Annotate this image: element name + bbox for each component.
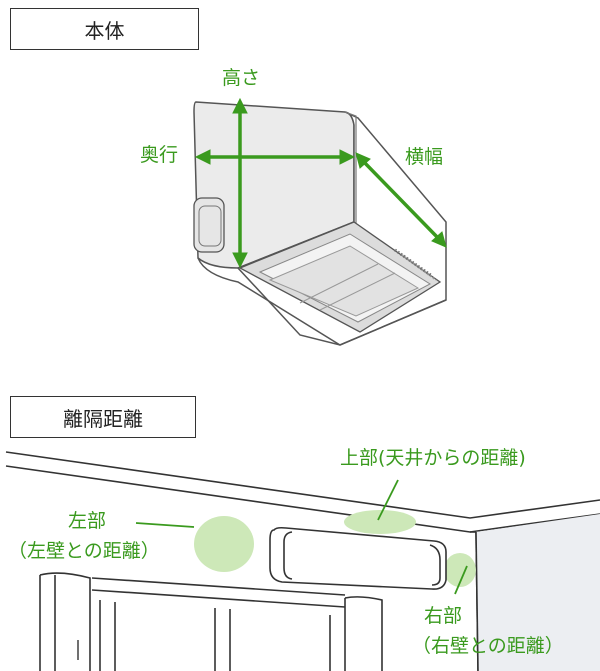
- leader-lines: [135, 479, 468, 595]
- left-clearance-label: 左部: [68, 510, 107, 532]
- right-clearance-label: 右部: [424, 605, 463, 627]
- room-illustration: [5, 451, 600, 671]
- height-label: 高さ: [222, 67, 261, 89]
- section-title-clearance: 離隔距離: [10, 396, 196, 438]
- width-label: 横幅: [405, 146, 444, 168]
- dimension-arrows: [194, 97, 447, 269]
- wall-unit-illustration: [269, 526, 447, 590]
- left-clearance-sub-label: （左壁との距離）: [8, 540, 160, 562]
- aircon-unit-illustration: [193, 101, 447, 346]
- section-title-body: 本体: [10, 8, 199, 50]
- depth-label: 奥行: [140, 144, 179, 166]
- top-clearance-label: 上部(天井からの距離): [340, 447, 526, 469]
- clearance-zones: [194, 510, 476, 587]
- right-clearance-sub-label: （右壁との距離）: [412, 635, 564, 657]
